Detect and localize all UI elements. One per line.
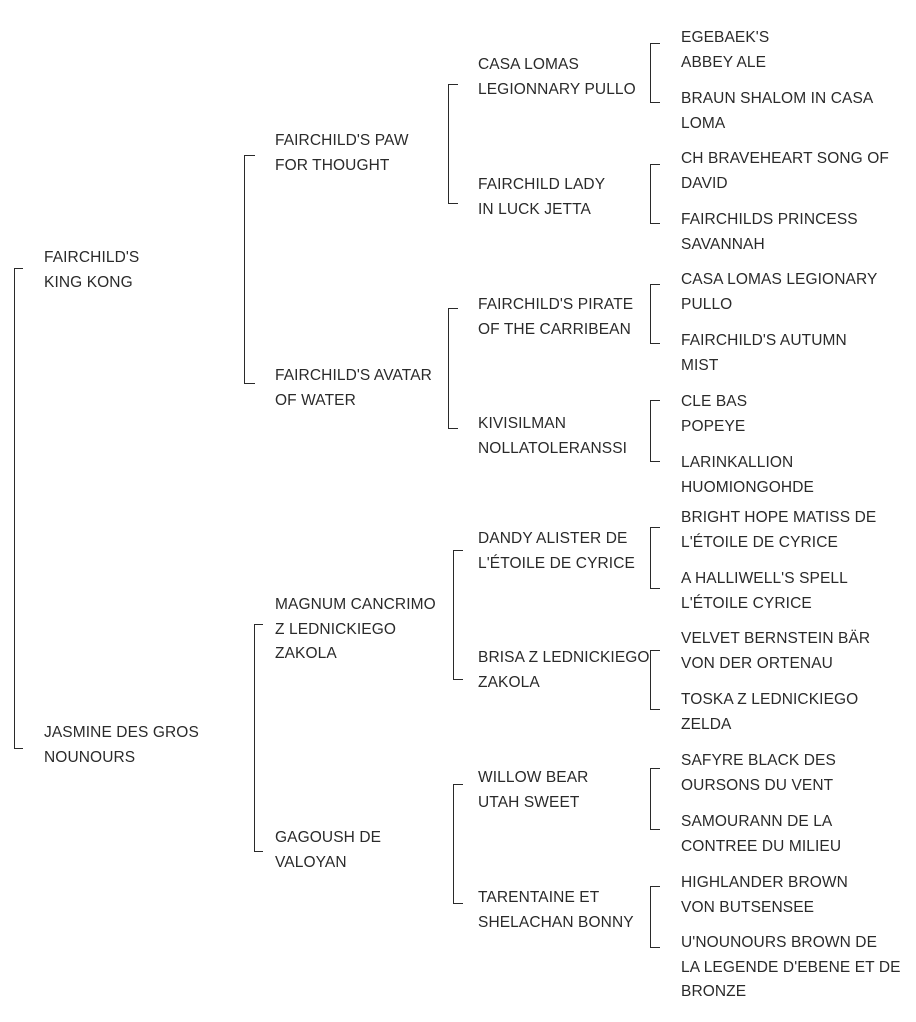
pedigree-bracket-gen4-4: [650, 400, 660, 462]
ggp-name-3: FAIRCHILD'S PIRATE OF THE CARRIBEAN: [478, 296, 634, 338]
gggp-name-4: FAIRCHILDS PRINCESS SAVANNAH: [681, 211, 858, 253]
gggp-name-13: SAFYRE BLACK DES OURSONS DU VENT: [681, 752, 836, 794]
gggp-name-15: HIGHLANDER BROWN VON BUTSENSEE: [681, 874, 848, 916]
pedigree-bracket-gen4-8: [650, 886, 660, 948]
pedigree-bracket-gen4-1: [650, 43, 660, 103]
gggp-name-14: SAMOURANN DE LA CONTREE DU MILIEU: [681, 813, 842, 855]
maternal-granddam-name: GAGOUSH DE VALOYAN: [275, 829, 382, 871]
pedigree-bracket-gen4-2: [650, 164, 660, 224]
gggp-name-3: CH BRAVEHEART SONG OF DAVID: [681, 150, 889, 192]
paternal-granddam-name: FAIRCHILD'S AVATAR OF WATER: [275, 367, 432, 409]
gggp-name-16: U'NOUNOURS BROWN DE LA LEGENDE D'EBENE E…: [681, 934, 901, 1000]
pedigree-bracket-sire: [244, 155, 255, 384]
pedigree-bracket-gen3-4: [453, 784, 463, 904]
ggp-name-6: BRISA Z LEDNICKIEGO ZAKOLA: [478, 649, 650, 691]
pedigree-bracket-gen3-3: [453, 550, 463, 680]
gggp-name-12: TOSKA Z LEDNICKIEGO ZELDA: [681, 691, 859, 733]
sire-name: FAIRCHILD'S KING KONG: [44, 249, 140, 291]
pedigree-bracket-gen4-6: [650, 650, 660, 710]
pedigree-bracket-gen3-1: [448, 84, 458, 204]
gggp-name-7: CLE BAS POPEYE: [681, 393, 748, 435]
ggp-name-7: WILLOW BEAR UTAH SWEET: [478, 769, 589, 811]
gggp-name-5: CASA LOMAS LEGIONARY PULLO: [681, 271, 878, 313]
ggp-name-8: TARENTAINE ET SHELACHAN BONNY: [478, 889, 634, 931]
ggp-name-4: KIVISILMAN NOLLATOLERANSSI: [478, 415, 628, 457]
gggp-name-10: A HALLIWELL'S SPELL L'ÉTOILE CYRICE: [681, 570, 848, 612]
ggp-name-1: CASA LOMAS LEGIONNARY PULLO: [478, 56, 636, 98]
pedigree-bracket-gen4-3: [650, 284, 660, 344]
gggp-name-11: VELVET BERNSTEIN BÄR VON DER ORTENAU: [681, 630, 871, 672]
pedigree-bracket-root: [14, 268, 23, 749]
gggp-name-2: BRAUN SHALOM IN CASA LOMA: [681, 90, 874, 132]
gggp-name-8: LARINKALLION HUOMIONGOHDE: [681, 454, 814, 496]
ggp-name-5: DANDY ALISTER DE L'ÉTOILE DE CYRICE: [478, 530, 635, 572]
paternal-grandsire-name: FAIRCHILD'S PAW FOR THOUGHT: [275, 132, 409, 174]
pedigree-bracket-dam: [254, 624, 263, 852]
pedigree-bracket-gen4-7: [650, 768, 660, 830]
ggp-name-2: FAIRCHILD LADY IN LUCK JETTA: [478, 176, 606, 218]
gggp-name-6: FAIRCHILD'S AUTUMN MIST: [681, 332, 847, 374]
dam-name: JASMINE DES GROS NOUNOURS: [44, 724, 199, 766]
gggp-name-9: BRIGHT HOPE MATISS DE L'ÉTOILE DE CYRICE: [681, 509, 877, 551]
pedigree-bracket-gen3-2: [448, 308, 458, 429]
pedigree-bracket-gen4-5: [650, 527, 660, 589]
maternal-grandsire-name: MAGNUM CANCRIMO Z LEDNICKIEGO ZAKOLA: [275, 596, 436, 662]
gggp-name-1: EGEBAEK'S ABBEY ALE: [681, 29, 770, 71]
